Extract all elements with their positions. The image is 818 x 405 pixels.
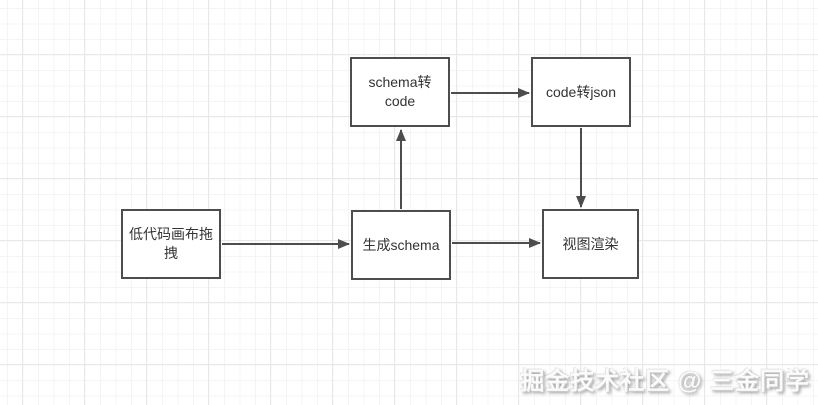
node-label: 生成schema [362, 236, 440, 253]
node-view-render: 视图渲染 [542, 209, 639, 279]
watermark: 掘金技术社区 @ 三金同学 [520, 368, 810, 395]
node-code-to-json: code转json [531, 57, 631, 127]
node-label: schema转code [368, 74, 432, 109]
node-generate-schema: 生成schema [351, 210, 451, 280]
node-lowcode-drag: 低代码画布拖拽 [121, 209, 221, 279]
node-schema-to-code: schema转code [350, 57, 450, 127]
node-label: 视图渲染 [562, 235, 619, 252]
node-label: code转json [545, 83, 617, 100]
node-label: 低代码画布拖拽 [129, 226, 213, 261]
